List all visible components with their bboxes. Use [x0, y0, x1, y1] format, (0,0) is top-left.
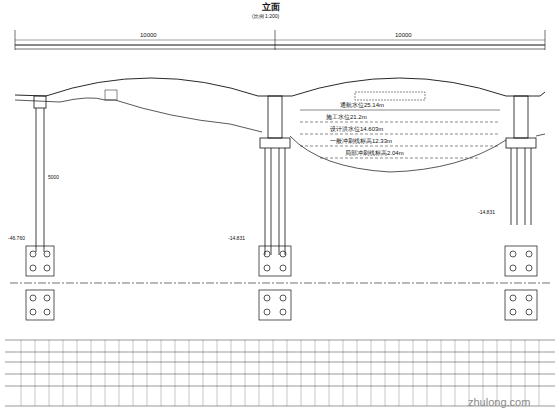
dimension-label: -46.760 — [8, 236, 25, 242]
dimension-label: 一般冲刷线标高12.33m — [330, 138, 392, 145]
dimension-label: 施工水位21.2m — [326, 114, 367, 121]
dimension-label: -14.831 — [228, 236, 245, 242]
watermark: zhulong.com — [468, 396, 530, 408]
dimension-label: 5000 — [48, 175, 59, 181]
dimension-label: 局部冲刷线标高2.04m — [345, 150, 404, 157]
dimension-label: 设计洪水位14.603m — [330, 126, 383, 133]
dimension-label: (比例 1:200) — [252, 14, 279, 20]
dimension-label: 10000 — [140, 32, 157, 39]
dimension-label: -14.831 — [478, 210, 495, 216]
dimension-label: 10000 — [395, 32, 412, 39]
dimension-label: 通航水位25.14m — [340, 102, 384, 109]
view-title: 立面 — [262, 3, 280, 13]
